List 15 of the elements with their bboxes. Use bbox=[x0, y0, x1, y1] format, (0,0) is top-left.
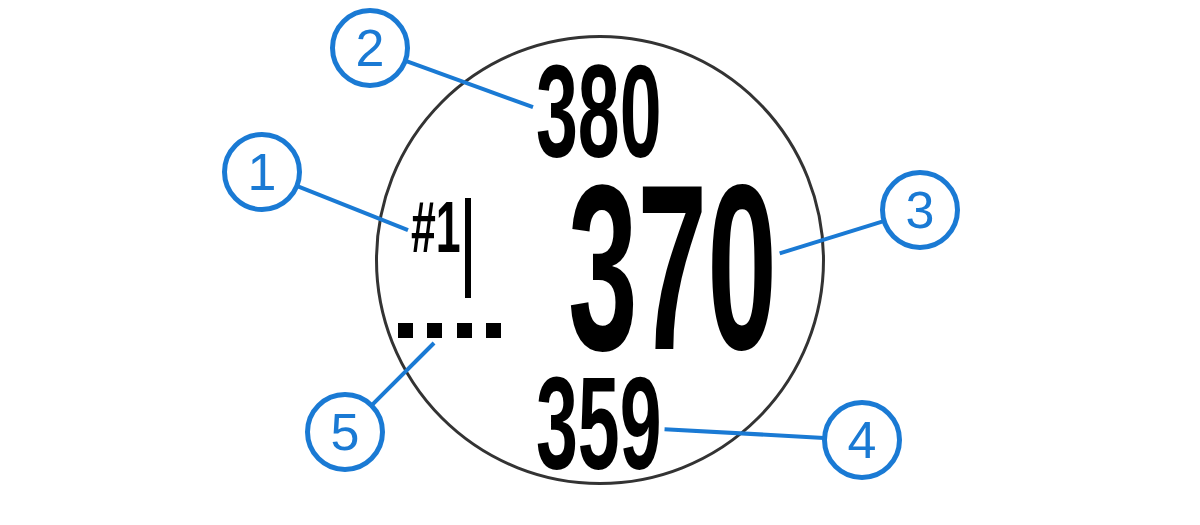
callout-number: 4 bbox=[822, 400, 902, 480]
distance-readout: 370 bbox=[568, 178, 777, 358]
distance-readout: 380 bbox=[536, 62, 662, 163]
leader-line bbox=[779, 219, 885, 256]
callout-number: 5 bbox=[305, 392, 385, 472]
leader-line bbox=[370, 341, 436, 407]
distance-readout: 359 bbox=[536, 374, 662, 475]
leader-line bbox=[296, 184, 409, 232]
dashes-drawing bbox=[398, 323, 501, 339]
leader-line bbox=[405, 59, 534, 110]
callout-number: 2 bbox=[330, 8, 410, 88]
callout-number: 3 bbox=[880, 170, 960, 250]
callout-number: 1 bbox=[222, 132, 302, 212]
hole-number: #1 bbox=[411, 200, 461, 255]
leader-line bbox=[664, 427, 825, 440]
